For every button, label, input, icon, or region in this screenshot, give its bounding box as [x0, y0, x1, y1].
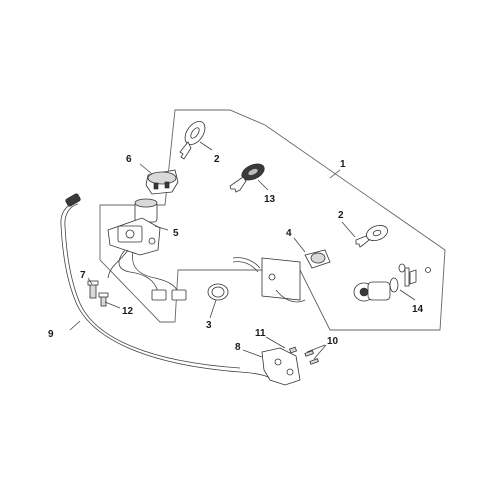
callout-10: 10 — [327, 336, 339, 347]
callout-12: 12 — [122, 306, 134, 317]
callout-2-right: 2 — [338, 210, 344, 221]
callout-2-top: 2 — [214, 154, 220, 165]
release-cable — [60, 193, 271, 379]
key-switch-cap — [145, 169, 179, 195]
screws-10 — [304, 350, 319, 365]
callout-7: 7 — [80, 270, 86, 281]
callout-3: 3 — [206, 320, 212, 331]
seat-latch — [261, 346, 301, 386]
ignition-switch-assembly — [107, 198, 187, 301]
callout-9: 9 — [48, 329, 54, 340]
callout-14: 14 — [412, 304, 424, 315]
kit-outline — [99, 109, 446, 331]
lock-bracket — [232, 249, 331, 303]
callout-13: 13 — [264, 194, 276, 205]
callout-8: 8 — [235, 342, 241, 353]
ignition-key-right — [355, 225, 389, 248]
callout-4: 4 — [286, 228, 292, 239]
screw-7 — [87, 280, 99, 299]
screw-12 — [98, 292, 109, 307]
callout-5: 5 — [173, 228, 179, 239]
callout-1: 1 — [340, 159, 346, 170]
callout-11: 11 — [255, 328, 266, 339]
key-blank — [229, 163, 265, 193]
leader-lines — [69, 141, 416, 360]
seal-ring — [207, 283, 229, 301]
callout-6: 6 — [126, 154, 132, 165]
lock-cylinder-kit — [353, 263, 431, 302]
ignition-key-top — [179, 121, 206, 160]
